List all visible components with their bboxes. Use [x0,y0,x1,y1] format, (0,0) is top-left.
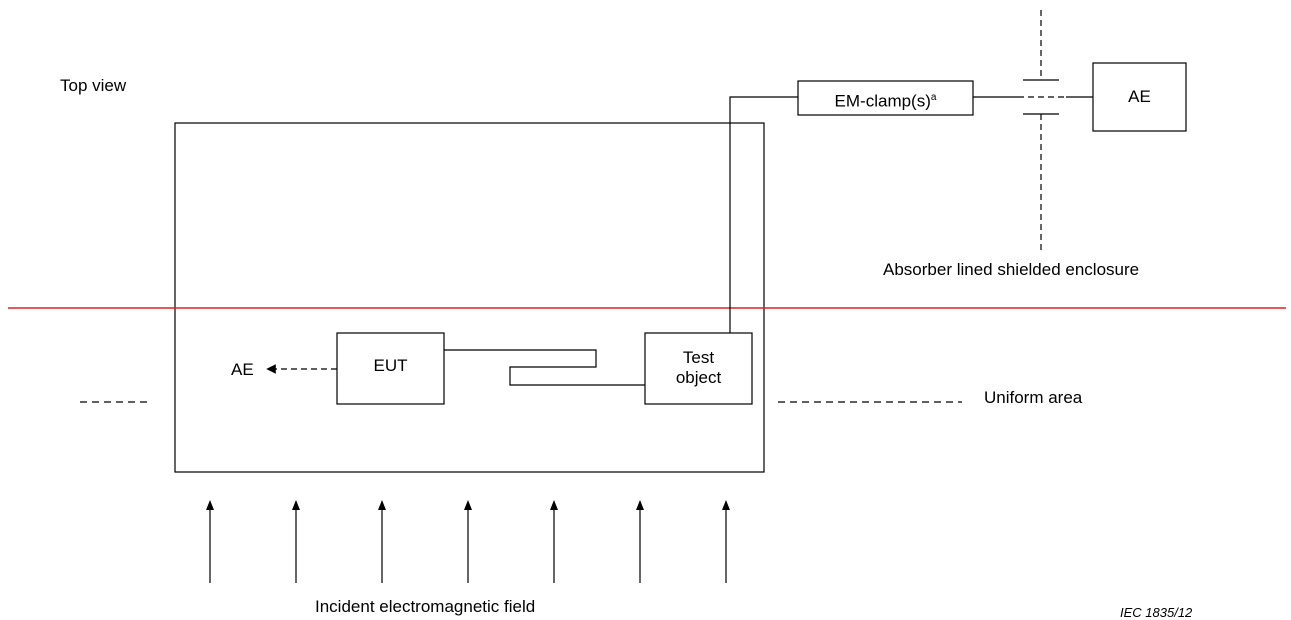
field-arrow-head [550,500,558,510]
ae-box [1092,62,1187,132]
top-view-label: Top view [60,76,127,95]
eut-cable [444,349,645,386]
field-arrow-head [206,500,214,510]
eut-label: EUT [373,356,408,375]
field-arrow-head [636,500,644,510]
test-object-line2: object [675,368,722,387]
field-arrow-head [464,500,472,510]
em-clamp-box [797,80,974,116]
em-clamp-text: EM-clamp(s) [834,91,931,111]
test-object-box [644,332,753,405]
field-arrow-head [292,500,300,510]
clamp-cable [729,96,798,333]
em-clamp-label: EM-clamp(s)a [798,88,973,112]
field-arrow-head [722,500,730,510]
absorber-enclosure-label: Absorber lined shielded enclosure [883,260,1140,279]
em-clamp-footnote: a [930,92,937,103]
test-area-rect [174,122,765,473]
incident-field-arrows [206,500,730,583]
field-arrow-head [378,500,386,510]
incident-field-label: Incident electromagnetic field [315,597,536,616]
test-object-label: Test object [645,348,752,388]
uniform-area-label: Uniform area [984,388,1083,407]
ae-right-label: AE [1128,87,1151,106]
ae-left-label: AE [231,360,254,379]
test-object-line1: Test [682,348,715,367]
figure-id: IEC 1835/12 [1120,605,1193,620]
